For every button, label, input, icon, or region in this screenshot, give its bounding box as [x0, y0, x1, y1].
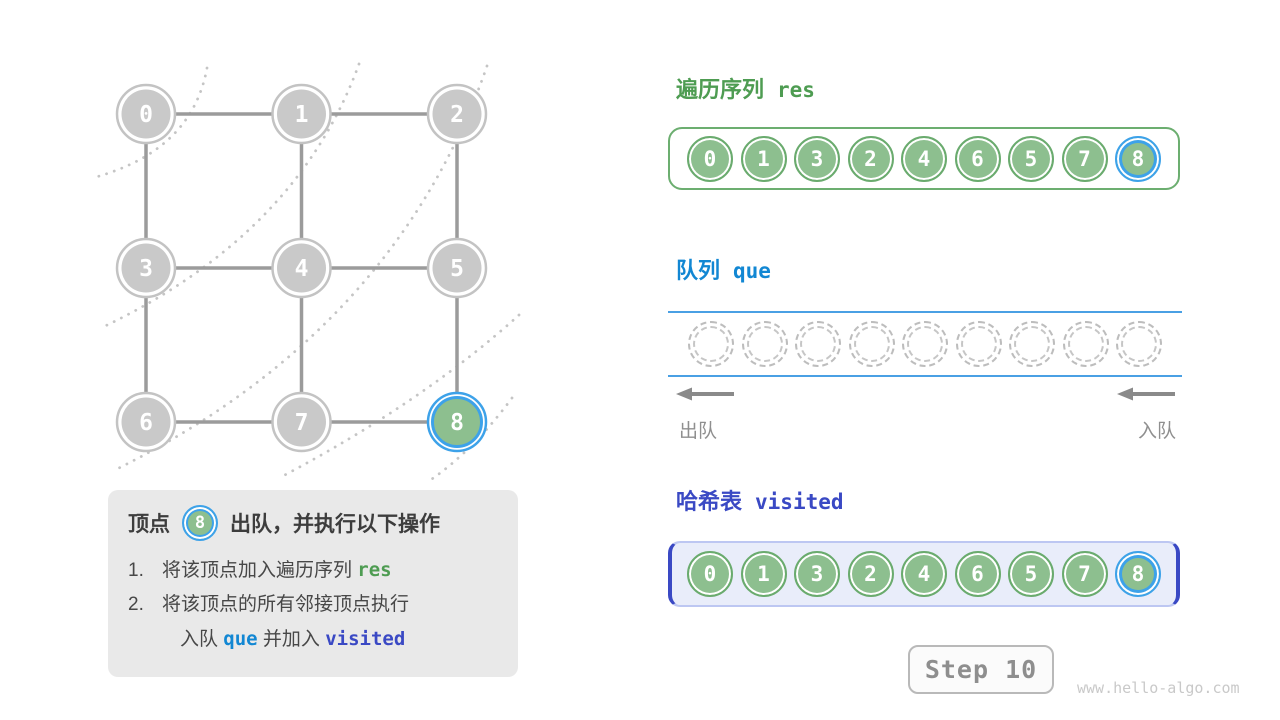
svg-text:7: 7	[295, 410, 309, 436]
visited-cell-1: 1	[740, 551, 787, 597]
graph-node-1: 1	[271, 83, 332, 145]
svg-text:5: 5	[450, 256, 464, 282]
dequeue-arrow-icon	[676, 387, 734, 401]
visited-cell-7: 7	[1061, 551, 1108, 597]
queue-empty-slot	[848, 321, 895, 367]
bfs-level-arc	[427, 396, 514, 483]
code-visited: visited	[325, 628, 406, 651]
watermark-url: www.hello-algo.com	[1077, 679, 1240, 697]
svg-text:4: 4	[295, 256, 309, 282]
queue-empty-slot	[1009, 321, 1055, 367]
visited-title-code: visited	[755, 490, 844, 514]
svg-text:0: 0	[139, 102, 153, 128]
queue-title-zh: 队列	[676, 258, 721, 283]
enqueue-arrow-icon	[1117, 387, 1175, 401]
res-cell-8: 8	[1115, 135, 1161, 182]
visited-section-title: 哈希表 visited	[676, 484, 844, 516]
queue-slots	[668, 311, 1182, 377]
queue-empty-slot	[955, 321, 1002, 367]
info-step-2: 2. 将该顶点的所有邻接顶点执行	[128, 588, 498, 622]
code-res: res	[357, 559, 392, 581]
queue-empty-slot	[1116, 321, 1162, 367]
info-steps: 1. 将该顶点加入遍历序列 res 2. 将该顶点的所有邻接顶点执行 入队 que …	[128, 553, 498, 658]
visited-cell-2: 2	[847, 551, 894, 597]
step-text: 并加入	[262, 629, 320, 651]
res-section-title: 遍历序列 res	[676, 72, 815, 104]
visited-cell-0: 0	[687, 551, 733, 597]
info-title-suffix: 出队，并执行以下操作	[230, 513, 440, 536]
queue-title-code: que	[733, 259, 771, 283]
res-title-zh: 遍历序列	[676, 77, 765, 102]
visited-cell-5: 5	[1008, 551, 1054, 597]
queue-empty-slot	[741, 321, 788, 367]
code-que: que	[223, 628, 258, 651]
graph-node-8: 8	[426, 391, 488, 453]
bfs-level-arc	[115, 64, 489, 471]
info-title-prefix: 顶点	[128, 513, 170, 536]
info-step-1: 1. 将该顶点加入遍历序列 res	[128, 553, 498, 588]
graph-node-2: 2	[426, 83, 488, 145]
enqueue-label: 入队	[1138, 421, 1177, 442]
graph-node-5: 5	[426, 237, 488, 299]
visited-cell-4: 4	[901, 551, 947, 597]
step-number: 2.	[128, 594, 144, 616]
queue-empty-slot	[688, 321, 734, 367]
res-cell-2: 2	[847, 135, 894, 182]
graph-node-4: 4	[271, 237, 332, 299]
graph-node-6: 6	[115, 391, 177, 453]
visited-cell-8: 8	[1115, 551, 1161, 597]
bfs-level-arc	[279, 313, 521, 479]
svg-text:1: 1	[295, 102, 309, 128]
res-cell-6: 6	[954, 135, 1001, 182]
svg-text:3: 3	[139, 256, 153, 282]
res-cell-4: 4	[901, 135, 947, 182]
bfs-level-arcs	[94, 62, 521, 483]
current-vertex-badge: 8	[182, 505, 218, 541]
visited-cell-6: 6	[954, 551, 1001, 597]
queue-empty-slot	[795, 321, 841, 367]
svg-text:2: 2	[450, 102, 464, 128]
res-cell-1: 1	[740, 135, 787, 182]
step-badge: Step 10	[908, 645, 1054, 694]
res-cell-3: 3	[794, 135, 840, 182]
res-cell-0: 0	[687, 135, 733, 182]
step-text: 将该顶点的所有邻接顶点执行	[162, 594, 410, 616]
res-title-code: res	[777, 78, 815, 102]
step-text: 入队	[180, 629, 219, 651]
visited-cell-3: 3	[794, 551, 840, 597]
info-step-2b: 入队 que 并加入 visited	[128, 622, 498, 657]
graph-node-7: 7	[271, 391, 332, 453]
queue-empty-slot	[1062, 321, 1109, 367]
queue-section-title: 队列 que	[676, 253, 771, 285]
dequeue-label: 出队	[679, 421, 718, 442]
svg-text:6: 6	[139, 410, 153, 436]
graph-svg: 0 1 2 3 4 5 6 7 8	[94, 62, 521, 483]
graph-node-0: 0	[115, 83, 177, 145]
info-title: 顶点 8 出队，并执行以下操作	[128, 505, 498, 541]
operation-info-box: 顶点 8 出队，并执行以下操作 1. 将该顶点加入遍历序列 res 2. 将该顶点的…	[108, 490, 518, 677]
step-number: 1.	[128, 560, 144, 581]
step-text: 将该顶点加入遍历序列	[162, 560, 353, 581]
svg-text:8: 8	[450, 410, 464, 436]
graph-node-3: 3	[115, 237, 177, 299]
visited-title-zh: 哈希表	[676, 489, 743, 514]
res-cell-7: 7	[1061, 135, 1108, 182]
res-cell-5: 5	[1008, 135, 1054, 182]
bfs-level-arc	[99, 62, 361, 330]
queue-empty-slot	[902, 321, 948, 367]
